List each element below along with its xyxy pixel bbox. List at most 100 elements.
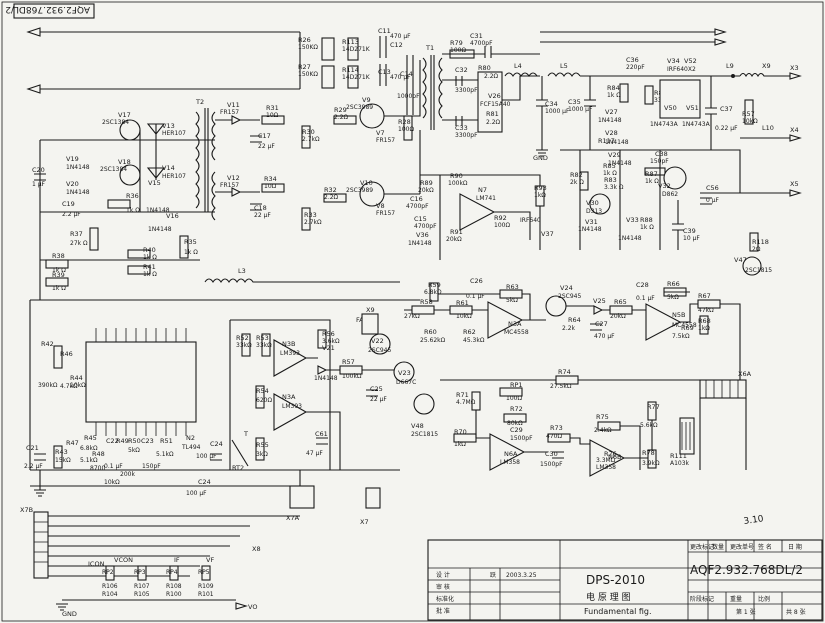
corner-drawing-number: AQF2.932.768DL/2 bbox=[5, 3, 95, 19]
r60-label: R60 bbox=[424, 328, 437, 336]
c13-value: 470 μF bbox=[390, 74, 411, 81]
n6a-value: LM358 bbox=[500, 459, 520, 466]
comparator-fan-section: R52 33kΩ R53 33kΩ N3B LM393 R56 3.6kΩ V2… bbox=[229, 306, 416, 470]
r84-body bbox=[619, 83, 629, 103]
r31-label: R31 bbox=[266, 104, 279, 112]
r101-label: R101 bbox=[198, 591, 214, 598]
v21-label: V21 bbox=[322, 344, 335, 352]
output-switch-block: C36 220pF V34 V52 IRF640X2 R84 1k Ω R86 … bbox=[607, 56, 802, 197]
v52-label: V52 bbox=[684, 57, 697, 65]
n7-value: LM741 bbox=[476, 195, 496, 202]
c15-value: 4700pF bbox=[414, 223, 437, 230]
c26-value: 0.1 μF bbox=[466, 293, 485, 300]
r54-value: 620Ω bbox=[256, 397, 272, 404]
x5-arrow bbox=[789, 189, 802, 197]
ground-symbol bbox=[536, 149, 548, 157]
r74-value: 27.5kΩ bbox=[550, 383, 572, 390]
n6a-opamp bbox=[489, 433, 526, 471]
r49-value: 200k bbox=[120, 471, 135, 478]
r117-label: R117 bbox=[598, 137, 615, 145]
r51-label: R51 bbox=[160, 437, 173, 445]
n6b-label: N6B bbox=[608, 453, 621, 461]
r113-body bbox=[347, 37, 359, 61]
r53-label: R53 bbox=[256, 334, 269, 342]
r48-label: R48 bbox=[92, 450, 105, 458]
r87-value: 1k Ω bbox=[645, 178, 659, 185]
r46-value: 4.7kΩ bbox=[60, 383, 78, 390]
v18-value: 2SC1384 bbox=[100, 166, 127, 173]
tb-row-standard: 标准化 bbox=[436, 595, 454, 603]
r118-value: 2Ω bbox=[752, 246, 761, 253]
r67-value: 47kΩ bbox=[698, 307, 714, 314]
r49-label: R49 bbox=[116, 437, 129, 445]
c61-label: C61 bbox=[315, 430, 328, 438]
tb-title-cn: 电 原 理 图 bbox=[586, 591, 631, 603]
tb-designer: 跃 bbox=[490, 571, 496, 579]
c20-value: 1 μF bbox=[32, 181, 46, 188]
n2-value: TL494 bbox=[181, 444, 201, 451]
title-block: 设 计 审 核 标准化 批 准 跃 2003.3.25 DPS-2010 电 原… bbox=[427, 539, 823, 621]
r81-value: 2.2Ω bbox=[486, 119, 501, 126]
corner-drawing-number-text: AQF2.932.768DL/2 bbox=[5, 4, 90, 14]
r44-value-bottom: 10kΩ bbox=[104, 479, 120, 486]
v22-value: 2SC945 bbox=[368, 347, 391, 354]
r76-value: 3.3MΩ bbox=[596, 457, 616, 464]
r66-label: R66 bbox=[667, 280, 680, 288]
v47-value: 2SC1815 bbox=[745, 267, 772, 274]
r93-value: 1kΩ bbox=[534, 192, 546, 199]
n2-label: N2 bbox=[186, 434, 195, 442]
vo-label: VO bbox=[248, 603, 257, 611]
c29-value: 1500pF bbox=[510, 435, 533, 442]
n3b-label: N3B bbox=[282, 340, 295, 348]
r28-value: 100Ω bbox=[398, 126, 414, 133]
r36-label: R36 bbox=[126, 192, 139, 200]
c11-value: 470 μF bbox=[390, 33, 411, 40]
v50-value: 1N4743A bbox=[650, 121, 679, 128]
v17-value: 2SC1384 bbox=[102, 119, 129, 126]
r68-label: R68 bbox=[698, 317, 711, 325]
r67-label: R67 bbox=[698, 292, 711, 300]
r88-label: R88 bbox=[640, 216, 653, 224]
n7-label: N7 bbox=[478, 186, 487, 194]
r27-body bbox=[321, 65, 335, 89]
t1-label: T1 bbox=[425, 44, 434, 52]
c34-label: C34 bbox=[545, 100, 558, 108]
v22-label: V22 bbox=[371, 337, 384, 345]
v8-label: V8 bbox=[376, 202, 385, 210]
c24-value: 100 μF bbox=[196, 453, 217, 460]
r43-body bbox=[53, 445, 63, 469]
c31-label: C31 bbox=[470, 32, 483, 40]
rp4-body bbox=[169, 565, 179, 581]
r28-label: R28 bbox=[398, 118, 411, 126]
r54-label: R54 bbox=[256, 387, 269, 395]
c36-value: 220pF bbox=[626, 64, 645, 71]
n3a-mc4558-label: N3A bbox=[508, 320, 522, 328]
v19-label: V19 bbox=[66, 155, 79, 163]
rp3-body bbox=[137, 565, 147, 581]
t2-drive-section: T2 V11 FR157 R31 10Ω C17 22 μF R30 2.7kΩ… bbox=[195, 60, 421, 231]
r29-value: 2.2Ω bbox=[334, 114, 349, 121]
c18-value: 22 μF bbox=[254, 212, 271, 219]
x7a-label: X7 bbox=[360, 518, 369, 526]
c56-label: C56 bbox=[706, 184, 719, 192]
r30-body bbox=[301, 125, 311, 149]
l3-label: L3 bbox=[238, 267, 246, 275]
r42-value: 390kΩ bbox=[38, 382, 58, 389]
v36-label: V36 bbox=[416, 231, 429, 239]
n6a-label: N6A bbox=[504, 450, 518, 458]
v34-label: V34 bbox=[667, 57, 680, 65]
c24b-value: 100 μF bbox=[186, 490, 207, 497]
r71-value: 4.7MΩ bbox=[456, 399, 476, 406]
r27-value: 150KΩ bbox=[298, 71, 318, 78]
r87-body bbox=[644, 167, 666, 176]
ground-symbol bbox=[34, 489, 46, 497]
r85-value: 1k Ω bbox=[603, 170, 617, 177]
v26-label: V26 bbox=[488, 92, 501, 100]
v28-label: V28 bbox=[605, 129, 618, 137]
r59-body bbox=[429, 282, 439, 302]
r111-value: A103k bbox=[670, 460, 690, 467]
r26-body bbox=[321, 37, 335, 61]
v16-value: 1N4148 bbox=[148, 226, 172, 233]
r80-label: R80 bbox=[478, 64, 491, 72]
n5b-label: N5B bbox=[672, 311, 685, 319]
